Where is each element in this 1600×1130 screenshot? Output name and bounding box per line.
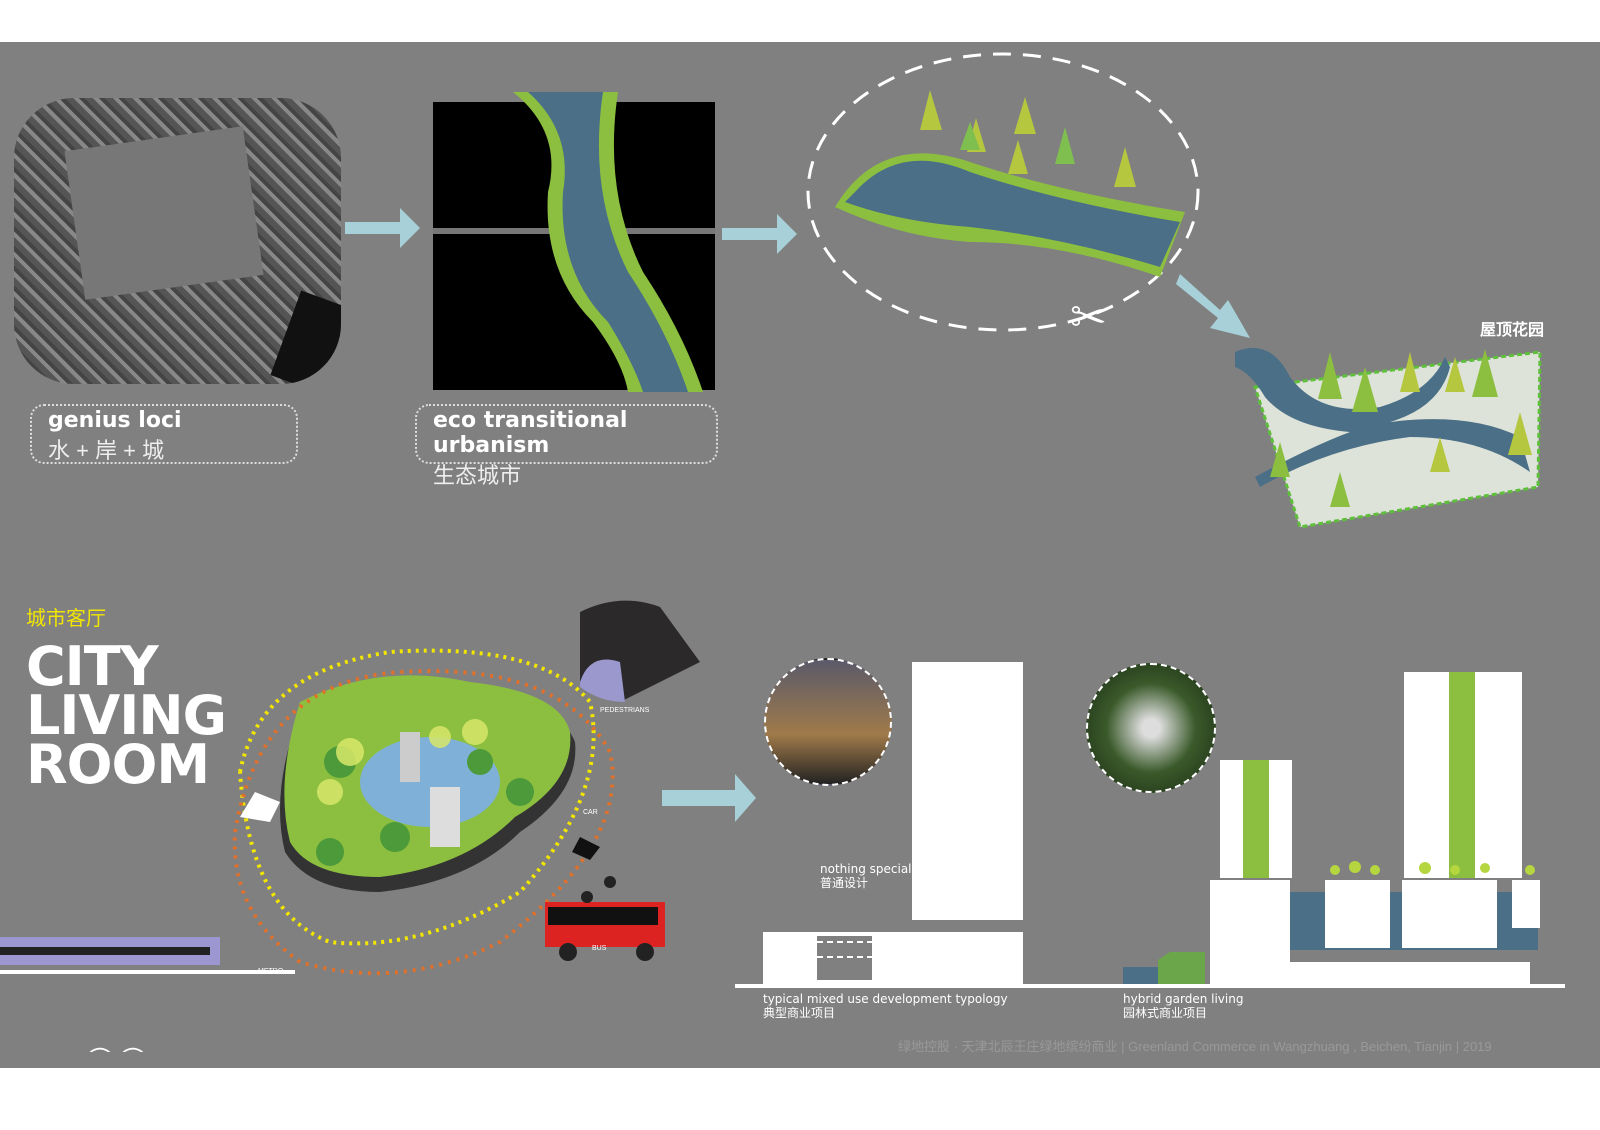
nothing-special-en: nothing special [820,862,912,876]
title-line: ROOM [26,733,210,796]
arrow-icon [722,214,797,254]
diagram-board: genius loci 水 + 岸 + 城 eco transitional u… [0,42,1600,1068]
roof-garden-diagram [1235,347,1542,529]
arrow-icon [345,208,420,248]
scissors-icon: ✂ [1070,293,1107,342]
roof-garden-label: 屋顶花园 [1480,322,1545,339]
arrow-icon [1176,274,1250,338]
city-living-room-illustration: ⚇⚇ [0,600,700,1052]
section-title: CITY LIVING ROOM [26,635,227,796]
hybrid-cn: 园林式商业项目 [1123,1006,1208,1020]
hybrid-en: hybrid garden living [1123,992,1244,1006]
flow-arrows [345,208,1250,822]
section-cn-title: 城市客厅 [26,608,106,630]
stage1-subtitle: 水 + 岸 + 城 [48,438,165,463]
footer-credit: 绿地控股 · 天津北辰王庄绿地缤纷商业 | Greenland Commerce… [898,1039,1492,1054]
svg-text:⚇: ⚇ [82,1042,118,1052]
svg-text:⚇: ⚇ [115,1042,151,1052]
pedestrians-label: PEDESTRIANS [600,707,650,714]
forest-stream-photo [1086,663,1216,793]
eco-urbanism-label: eco transitional urbanism 生态城市 [415,404,718,488]
hybrid-garden-label: hybrid garden living 园林式商业项目 [1123,992,1243,1020]
cut-river-strip: ✂ [806,52,1200,342]
nothing-special-label: nothing special 普通设计 [820,862,912,890]
typical-en: typical mixed use development typology [763,992,1008,1006]
title-line: CITY [26,635,159,698]
genius-loci-label: genius loci 水 + 岸 + 城 [30,404,298,464]
stage2-subtitle: 生态城市 [433,463,522,488]
metro-label: METRO [258,968,284,975]
river-diagram [433,92,715,392]
satellite-image [14,98,341,384]
typical-cn: 典型商业项目 [763,1006,836,1020]
typology-sections [735,662,1565,988]
arrow-icon [662,774,756,822]
title-line: LIVING [26,684,227,747]
car-label: CAR [583,809,598,816]
stage2-title: eco transitional urbanism [433,408,628,458]
typical-typology-label: typical mixed use development typology 典… [763,992,1008,1020]
nothing-special-cn: 普通设计 [820,876,869,890]
bus-label: BUS [592,945,607,952]
stage1-title: genius loci [48,408,182,433]
mall-photo [764,658,892,786]
